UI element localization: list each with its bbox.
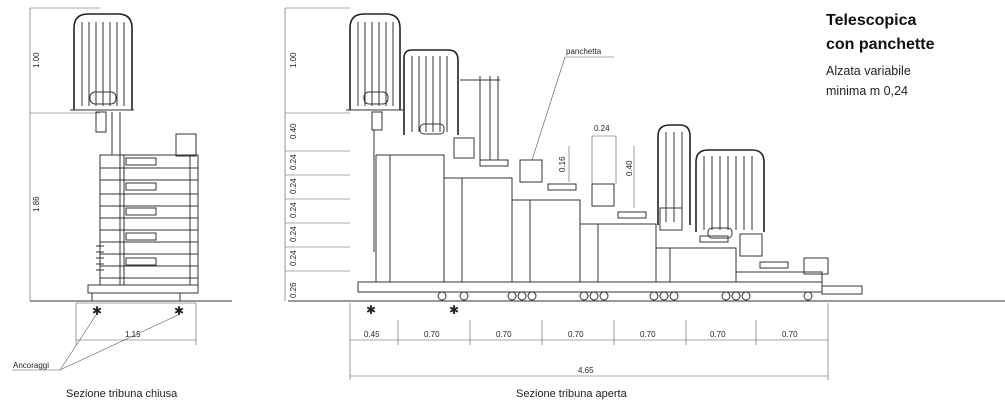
bottom-dim-label: 0.70 <box>568 330 584 339</box>
railing <box>70 13 134 155</box>
title-line-4: minima m 0,24 <box>826 84 908 98</box>
step-plate <box>821 285 863 295</box>
railing <box>403 49 500 160</box>
wheel-icon <box>517 291 527 301</box>
wheel-icon <box>669 291 679 301</box>
railing <box>346 13 404 252</box>
title-line-3: Alzata variabile <box>826 64 911 78</box>
wheel-icon <box>721 291 731 301</box>
wheel-icon <box>579 291 589 301</box>
leader-line <box>59 314 179 371</box>
wheel-icon <box>659 291 669 301</box>
open-vertical-dim: 0.24 <box>289 226 298 242</box>
wheel-icon <box>803 291 813 301</box>
railing <box>657 124 765 239</box>
panchetta-label: panchetta <box>566 47 602 56</box>
caption-open: Sezione tribuna aperta <box>516 388 628 400</box>
anchor-icon: ✱ <box>366 303 376 317</box>
wheel-icon <box>731 291 741 301</box>
open-vertical-dim: 0.24 <box>289 154 298 170</box>
stepped-tiers <box>375 137 829 282</box>
bottom-dim-label: 0.70 <box>640 330 656 339</box>
open-vertical-dim: 0.26 <box>289 282 298 298</box>
closed-width-label: 1.15 <box>125 330 141 339</box>
detail-dim-label: 0.24 <box>594 124 610 133</box>
wheel-icon <box>459 291 469 301</box>
wheel-group <box>437 291 813 301</box>
open-vertical-dim: 0.24 <box>289 250 298 266</box>
detail-dim-label: 0.16 <box>558 156 567 172</box>
anchor-icon: ✱ <box>92 304 102 318</box>
caption-closed: Sezione tribuna chiusa <box>66 388 178 400</box>
total-dim-label: 4.65 <box>578 366 594 375</box>
wheel-icon <box>741 291 751 301</box>
bottom-dim-label: 0.45 <box>364 330 380 339</box>
wheel-icon <box>527 291 537 301</box>
open-section: 1.00 0.40 0.24 0.24 0.24 0.24 0.24 0.26 <box>284 7 1005 400</box>
closed-dim-label: 1.00 <box>32 52 41 68</box>
ancoraggi-label: Ancoraggi <box>13 361 49 370</box>
closed-section: 1.00 1.86 <box>12 7 232 400</box>
wheel-icon <box>507 291 517 301</box>
leader-line <box>531 56 566 161</box>
bottom-dim-label: 0.70 <box>496 330 512 339</box>
wheel-icon <box>437 291 447 301</box>
bottom-dim-label: 0.70 <box>424 330 440 339</box>
wheel-icon <box>589 291 599 301</box>
anchor-icon: ✱ <box>174 304 184 318</box>
open-vertical-dim: 0.40 <box>289 123 298 139</box>
title-line-1: Telescopica <box>826 12 917 29</box>
open-vertical-dim: 0.24 <box>289 178 298 194</box>
anchor-icon: ✱ <box>449 303 459 317</box>
closed-dim-label: 1.86 <box>32 196 41 212</box>
bottom-dim-label: 0.70 <box>710 330 726 339</box>
title-block: Telescopica con panchette Alzata variabi… <box>826 12 935 98</box>
open-vertical-dim: 1.00 <box>289 52 298 68</box>
title-line-2: con panchette <box>826 36 935 53</box>
bottom-dim-label: 0.70 <box>782 330 798 339</box>
wheel-icon <box>649 291 659 301</box>
base-frame <box>357 281 823 293</box>
open-vertical-dim: 0.24 <box>289 202 298 218</box>
leader-line <box>59 314 97 371</box>
wheel-icon <box>599 291 609 301</box>
stacked-tiers <box>87 133 199 301</box>
detail-dim-label: 0.40 <box>625 160 634 176</box>
